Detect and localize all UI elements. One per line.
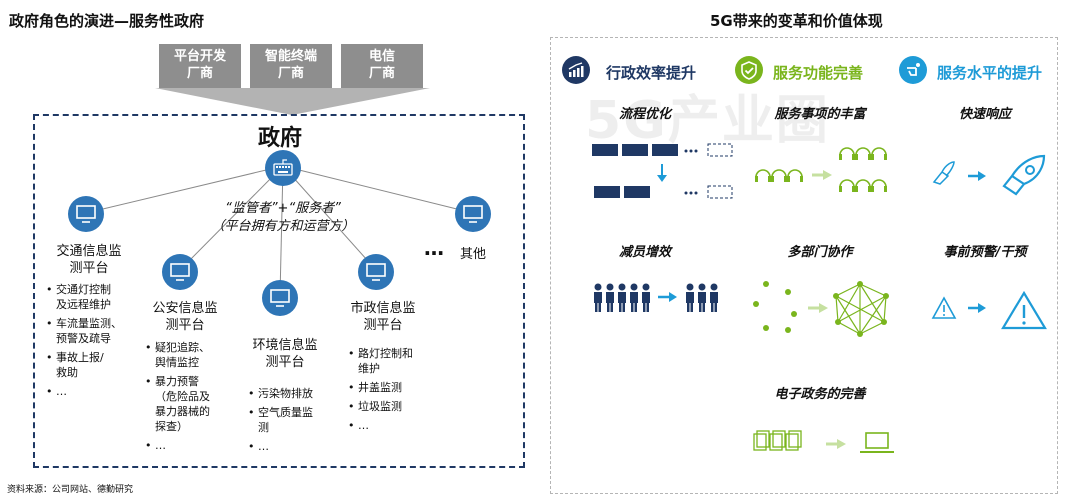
government-label: 政府 xyxy=(258,126,303,151)
list-item: 暴力预警 （危险品及 暴力器械的 探查） xyxy=(145,374,235,434)
warning-icon xyxy=(931,290,1047,330)
subtitle-staff-reduction: 减员增效 xyxy=(618,245,671,260)
monitor-icon xyxy=(463,205,483,223)
shield-check-icon xyxy=(735,56,763,84)
left-title: 政府角色的演进—服务性政府 xyxy=(9,12,205,30)
keyboard-icon xyxy=(273,159,293,176)
chart-up-icon xyxy=(562,56,590,84)
monitor-icon xyxy=(170,263,190,281)
environment-node xyxy=(262,280,298,316)
municipal-items: 路灯控制和 维护 井盖监测 垃圾监测 … xyxy=(348,346,438,437)
quote-line-1: “监管者”+“服务者” xyxy=(225,201,341,216)
list-item: 车流量监测、 预警及疏导 xyxy=(46,316,136,346)
government-box xyxy=(33,114,525,468)
municipal-platform-name: 市政信息监 测平台 xyxy=(350,301,416,333)
headset-group-icon xyxy=(755,147,887,192)
list-item: … xyxy=(145,438,235,453)
process-flow-icon xyxy=(592,143,733,199)
other-ellipsis: … xyxy=(424,236,444,260)
hand-pointer-icon xyxy=(899,56,927,84)
other-label: 其他 xyxy=(460,247,487,262)
network-collaboration-icon xyxy=(753,281,889,337)
list-item: 路灯控制和 维护 xyxy=(348,346,438,376)
traffic-node xyxy=(68,196,104,232)
people-reduction-icon xyxy=(594,283,718,312)
list-item: 空气质量监 测 xyxy=(248,405,338,435)
list-item: 污染物排放 xyxy=(248,386,338,401)
vendor-smart-terminal: 智能终端 厂商 xyxy=(250,44,332,88)
environment-platform-name: 环境信息监 测平台 xyxy=(252,338,318,370)
police-node xyxy=(162,254,198,290)
down-arrow-icon xyxy=(155,88,430,115)
list-item: … xyxy=(348,418,438,433)
quote-line-2: （平台拥有方和运营方） xyxy=(211,219,355,234)
subtitle-multi-department: 多部门协作 xyxy=(787,245,853,260)
vendor-telecom: 电信 厂商 xyxy=(341,44,423,88)
header-admin-efficiency: 行政效率提升 xyxy=(606,64,697,82)
subtitle-service-enrichment: 服务事项的丰富 xyxy=(774,107,866,122)
list-item: … xyxy=(46,384,136,399)
subtitle-e-government: 电子政务的完善 xyxy=(774,387,866,402)
monitor-icon xyxy=(366,263,386,281)
connection-lines xyxy=(85,165,474,297)
traffic-items: 交通灯控制 及远程维护 车流量监测、 预警及疏导 事故上报/ 救助 … xyxy=(46,282,136,403)
traffic-platform-name: 交通信息监 测平台 xyxy=(56,244,122,276)
header-service-level: 服务水平的提升 xyxy=(937,64,1043,82)
list-item: 垃圾监测 xyxy=(348,399,438,414)
government-node xyxy=(265,150,301,186)
documents-to-laptop-icon xyxy=(753,430,894,453)
list-item: … xyxy=(248,439,338,454)
list-item: 交通灯控制 及远程维护 xyxy=(46,282,136,312)
municipal-node xyxy=(358,254,394,290)
police-items: 疑犯追踪、 舆情监控 暴力预警 （危险品及 暴力器械的 探查） … xyxy=(145,340,235,457)
list-item: 疑犯追踪、 舆情监控 xyxy=(145,340,235,370)
environment-items: 污染物排放 空气质量监 测 … xyxy=(248,386,338,458)
watermark: 5G产业圈 xyxy=(585,91,830,151)
list-item: 井盖监测 xyxy=(348,380,438,395)
other-node xyxy=(455,196,491,232)
list-item: 事故上报/ 救助 xyxy=(46,350,136,380)
subtitle-fast-response: 快速响应 xyxy=(958,107,1011,122)
header-service-function: 服务功能完善 xyxy=(773,64,864,82)
right-title: 5G带来的变革和价值体现 xyxy=(710,12,883,30)
rocket-icon xyxy=(932,154,1046,196)
subtitle-early-warning: 事前预警/干预 xyxy=(943,245,1027,260)
monitor-icon xyxy=(76,205,96,223)
value-box xyxy=(550,37,1058,494)
source-note: 资料来源：公司网站、德勤研究 xyxy=(7,485,134,495)
monitor-icon xyxy=(270,289,290,307)
subtitle-process-optimization: 流程优化 xyxy=(618,107,671,122)
police-platform-name: 公安信息监 测平台 xyxy=(152,301,218,333)
vendor-platform-dev: 平台开发 厂商 xyxy=(159,44,241,88)
